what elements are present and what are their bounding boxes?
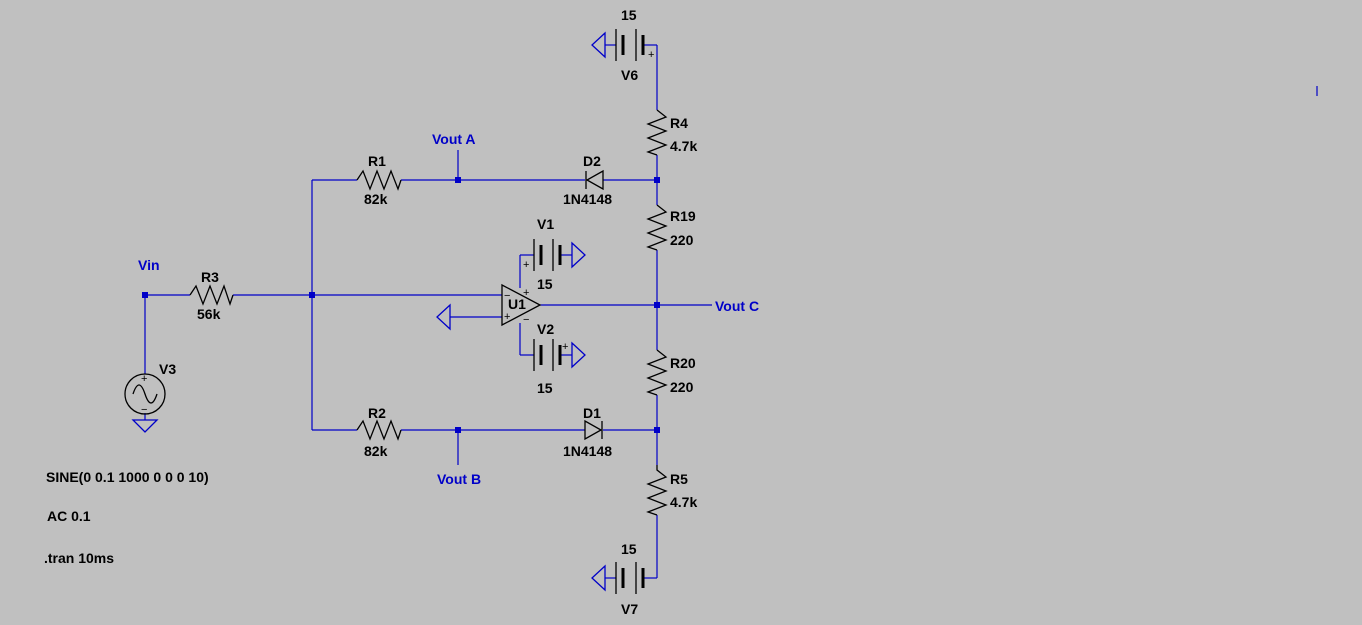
v2-plus-sign: +	[562, 341, 568, 353]
sine-source-v3[interactable]: + −	[124, 373, 166, 416]
v3-minus-sign: −	[141, 404, 147, 416]
resistor-r2[interactable]	[356, 419, 402, 441]
d1-name: D1	[583, 405, 601, 421]
opamp-u1[interactable]: − + + −	[501, 283, 542, 327]
resistor-r3[interactable]	[189, 284, 234, 307]
v7-value: 15	[621, 541, 637, 557]
resistor-r1[interactable]	[356, 169, 402, 191]
v6-plus-sign: +	[648, 49, 654, 61]
net-label-vin: Vin	[138, 257, 160, 273]
opamp-plus-sign: +	[504, 311, 510, 323]
v1-value: 15	[537, 276, 553, 292]
v6-value: 15	[621, 7, 637, 23]
junction-dot	[455, 427, 461, 433]
net-label-vout-b: Vout B	[437, 471, 481, 487]
junction-dot	[455, 177, 461, 183]
v2-value: 15	[537, 380, 553, 396]
net-label-vout-a: Vout A	[432, 131, 476, 147]
junction-dot	[654, 302, 660, 308]
resistor-r19[interactable]	[646, 204, 668, 251]
v1-plus-sign: +	[523, 259, 529, 271]
r3-value: 56k	[197, 306, 221, 322]
r5-name: R5	[670, 471, 688, 487]
r3-name: R3	[201, 269, 219, 285]
ground-icon	[571, 341, 586, 369]
ground-icon	[591, 31, 606, 59]
ground-icon	[591, 564, 606, 592]
r19-name: R19	[670, 208, 696, 224]
r4-value: 4.7k	[670, 138, 697, 154]
v7-name: V7	[621, 601, 638, 617]
v2-name: V2	[537, 321, 554, 337]
battery-v6[interactable]: +	[615, 29, 654, 61]
battery-v7[interactable]	[615, 562, 645, 594]
opamp-supply-minus-sign: −	[523, 314, 529, 326]
opamp-supply-plus-sign: +	[523, 287, 529, 299]
r20-value: 220	[670, 379, 694, 395]
v1-name: V1	[537, 216, 554, 232]
ground-icon	[131, 419, 159, 433]
r2-name: R2	[368, 405, 386, 421]
d1-value: 1N4148	[563, 443, 612, 459]
battery-v1[interactable]: +	[523, 239, 562, 271]
r4-name: R4	[670, 115, 688, 131]
v3-name: V3	[159, 361, 176, 377]
directive-ac[interactable]: AC 0.1	[47, 508, 91, 524]
directive-tran[interactable]: .tran 10ms	[44, 550, 114, 566]
resistor-r5[interactable]	[646, 465, 668, 516]
r20-name: R20	[670, 355, 696, 371]
net-label-vout-c: Vout C	[715, 298, 759, 314]
r5-value: 4.7k	[670, 494, 697, 510]
diode-d1[interactable]	[584, 419, 603, 441]
junction-dot	[654, 427, 660, 433]
r1-value: 82k	[364, 191, 388, 207]
battery-v2[interactable]: +	[533, 339, 568, 371]
d2-value: 1N4148	[563, 191, 612, 207]
r2-value: 82k	[364, 443, 388, 459]
junction-dot	[654, 177, 660, 183]
v3-plus-sign: +	[141, 373, 147, 385]
r19-value: 220	[670, 232, 694, 248]
junction-dot	[309, 292, 315, 298]
directive-sine[interactable]: SINE(0 0.1 1000 0 0 0 10)	[46, 469, 209, 485]
opamp-minus-sign: −	[504, 290, 510, 302]
junction-dot	[142, 292, 148, 298]
r1-name: R1	[368, 153, 386, 169]
ground-icon	[436, 303, 451, 331]
resistor-r20[interactable]	[646, 349, 668, 396]
diode-d2[interactable]	[585, 169, 604, 191]
resistor-r4[interactable]	[646, 109, 668, 156]
u1-name: U1	[508, 296, 526, 312]
v6-name: V6	[621, 67, 638, 83]
ground-icon	[571, 241, 586, 269]
junction-dots	[142, 177, 660, 433]
d2-name: D2	[583, 153, 601, 169]
